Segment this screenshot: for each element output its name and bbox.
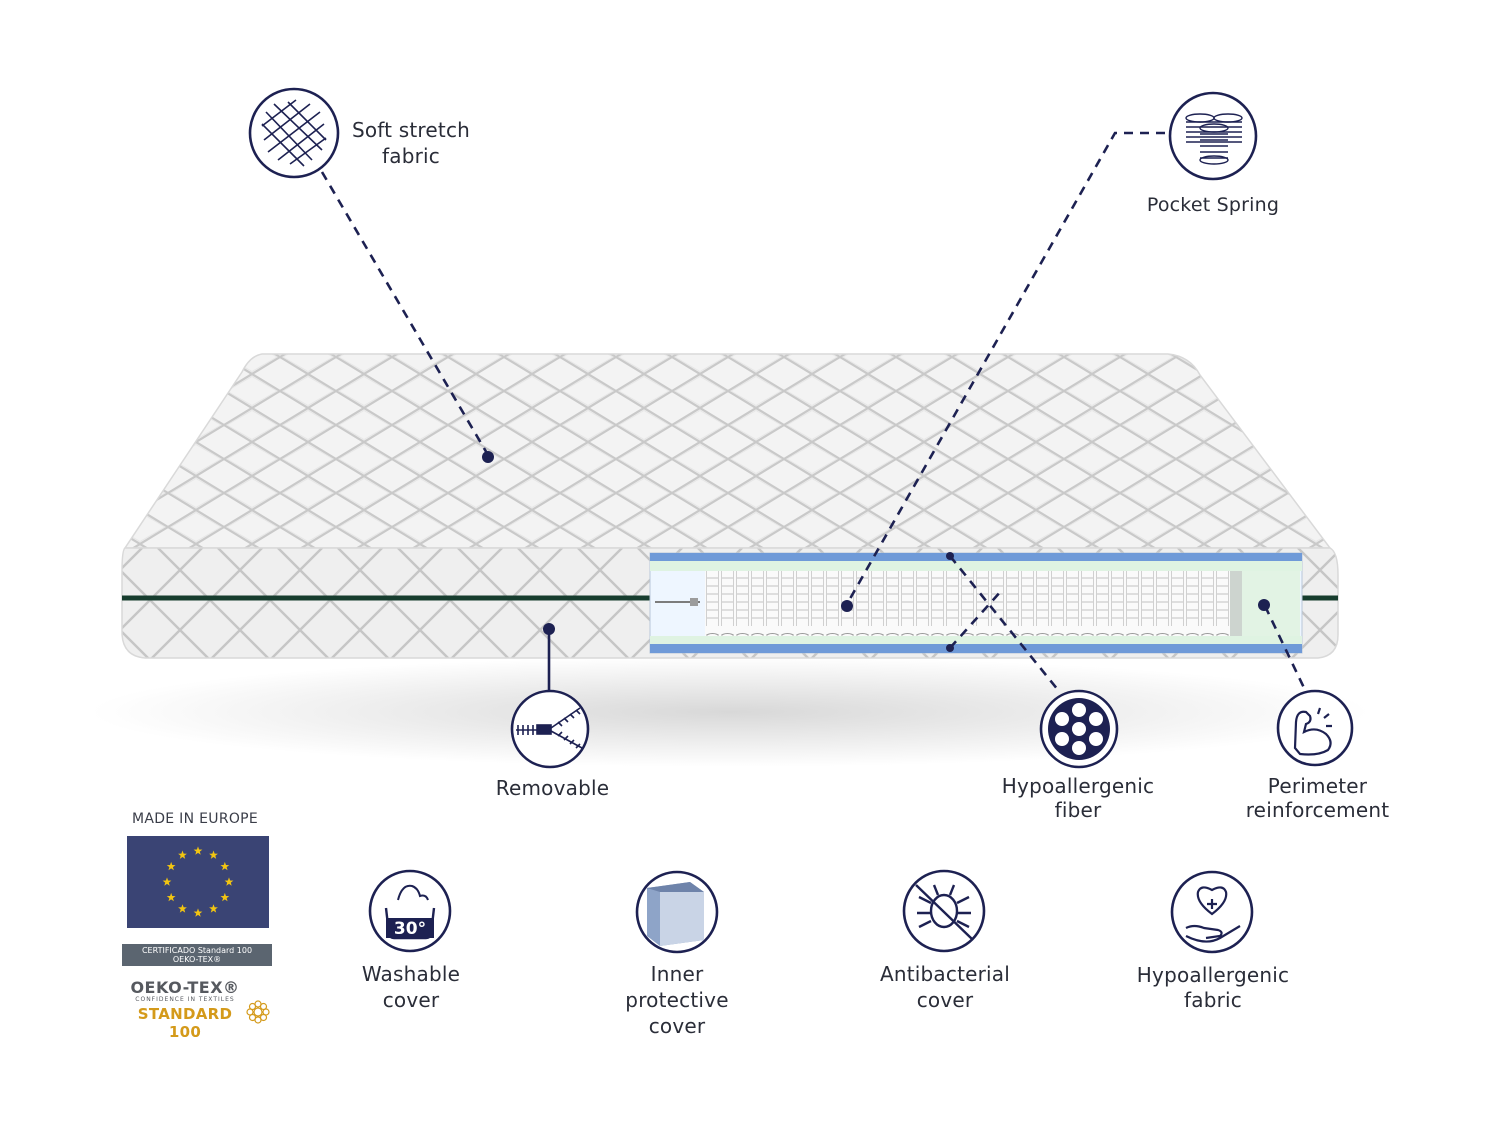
oeko-flower-icon: [246, 1000, 270, 1024]
label-washable-cover: Washable cover: [340, 961, 482, 1013]
pocket-spring-icon: [1168, 91, 1258, 181]
label-line: Hypoallergenic: [1001, 774, 1155, 798]
made-in-europe-heading: MADE IN EUROPE: [131, 811, 259, 827]
cert-line-1: CERTIFICADO Standard 100: [141, 946, 253, 955]
label-hypoallergenic-fiber: Hypoallergenic fiber: [990, 774, 1166, 822]
eu-star: [178, 850, 187, 859]
label-perimeter-reinforcement: Perimeter reinforcement: [1235, 774, 1400, 822]
antibacterial-icon: [902, 869, 986, 953]
label-line: Pocket Spring: [1146, 194, 1280, 216]
oeko-tex-standard: STANDARD 100: [137, 1005, 233, 1041]
label-line: Washable: [361, 962, 461, 986]
label-line: cover: [916, 988, 974, 1012]
label-line: fabric: [382, 144, 440, 168]
eu-star: [178, 904, 187, 913]
floor-shadow: [90, 657, 1370, 767]
label-line: Inner: [650, 962, 704, 986]
oeko-cert-band: CERTIFICADO Standard 100 OEKO-TEX®: [122, 944, 272, 966]
eu-star: [193, 908, 203, 917]
eu-star: [193, 846, 203, 855]
label-line: Antibacterial: [879, 962, 1011, 986]
label-line: Soft stretch: [351, 118, 471, 142]
label-antibacterial-cover: Antibacterial cover: [864, 961, 1026, 1013]
cert-line-2: OEKO-TEX®: [172, 955, 222, 964]
mattress-top: [123, 353, 1332, 549]
label-line: fiber: [1054, 798, 1102, 822]
eu-stars-icon: [162, 846, 234, 917]
label-line: Removable: [495, 776, 610, 800]
label-line: cover: [382, 988, 440, 1012]
inner-cover-icon: [635, 870, 719, 954]
label-line: Perimeter: [1267, 774, 1368, 798]
label-inner-protective-cover: Inner protective cover: [600, 961, 754, 1039]
label-removable: Removable: [480, 775, 625, 801]
label-pocket-spring: Pocket Spring: [1133, 192, 1293, 218]
mattress-cutaway: [649, 552, 1303, 654]
fiber-icon: [1039, 689, 1119, 769]
label-line: fabric: [1184, 988, 1242, 1012]
eu-star: [166, 892, 176, 902]
eu-star: [166, 861, 176, 871]
fabric-weave-icon: [248, 87, 340, 179]
hand-heart-icon: [1170, 870, 1254, 954]
eu-star: [224, 877, 234, 886]
washable-temp: 30°: [394, 919, 426, 939]
washable-30-icon: 30°: [368, 869, 452, 953]
label-hypoallergenic-fabric: Hypoallergenic fabric: [1120, 963, 1306, 1013]
label-line: Hypoallergenic: [1136, 963, 1290, 987]
label-line: reinforcement: [1245, 798, 1390, 822]
eu-star: [162, 877, 172, 886]
oeko-tex-name: OEKO-TEX®: [130, 978, 240, 997]
zipper-icon: [510, 689, 590, 769]
eu-star: [209, 850, 218, 859]
eu-flag: [127, 836, 269, 928]
eu-star: [209, 904, 218, 913]
eu-star: [220, 892, 230, 902]
muscle-arm-icon: [1276, 689, 1354, 767]
label-line: cover: [648, 1014, 706, 1038]
oeko-tex-tagline: CONFIDENCE IN TEXTILES: [135, 996, 235, 1003]
eu-star: [220, 861, 230, 871]
leader-lines: [320, 131, 1307, 691]
label-line: protective: [625, 988, 729, 1012]
label-soft-stretch-fabric: Soft stretch fabric: [340, 117, 482, 169]
